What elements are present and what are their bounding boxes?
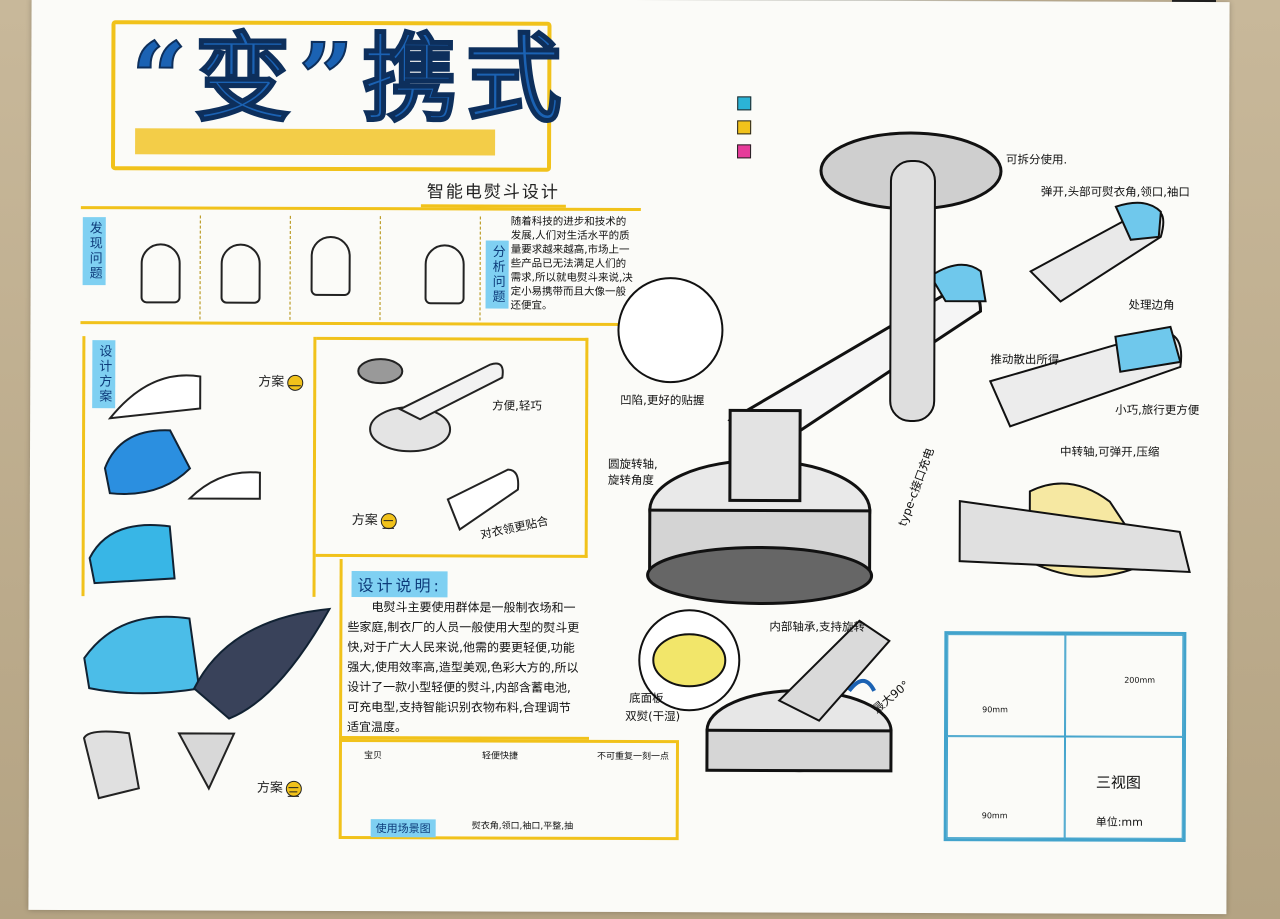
plan3-iron-c xyxy=(82,730,140,800)
plan2-collar-sketch xyxy=(446,468,520,531)
iron-sketch-1 xyxy=(107,374,202,420)
design-note-title: 设计说明: xyxy=(351,571,449,598)
note-rotate: 圆旋转轴,旋转角度 xyxy=(607,456,658,488)
swatch-yellow xyxy=(737,120,752,135)
iron-sketch-4 xyxy=(88,524,176,585)
rotate-arrow xyxy=(847,678,876,693)
three-view-panel: 90mm 200mm 90mm 三视图 单位:mm xyxy=(943,631,1187,842)
plan2-iron-handle xyxy=(397,362,504,421)
iron-sketch-3 xyxy=(187,471,261,500)
view-legend: 三视图 单位:mm xyxy=(1064,736,1184,839)
note-steam: 双熨(干湿) xyxy=(625,708,681,724)
note-bottom-panel: 底面板 xyxy=(629,691,664,706)
view-top: 90mm xyxy=(946,736,1066,839)
note-detach: 可拆分使用. xyxy=(1006,152,1068,167)
view-side: 200mm xyxy=(1065,634,1184,737)
pop-iron-tip xyxy=(1114,201,1162,241)
plan3-iron-b xyxy=(192,607,332,720)
note-corner: 处理边角 xyxy=(1128,297,1175,312)
scene-caption-2: 轻便快捷 xyxy=(481,751,518,762)
note-inner-axis: 内部轴承,支持旋转 xyxy=(769,619,866,634)
hand-iron xyxy=(958,500,1191,574)
scene-caption-bottom: 熨衣角,领口,袖口,平整,抽 xyxy=(471,821,574,832)
view-front: 90mm xyxy=(947,634,1066,737)
unit-label: 单位:mm xyxy=(1095,815,1143,829)
plan2-small-iron xyxy=(357,358,404,385)
view-top-dim: 90mm xyxy=(981,811,1008,821)
scene-caption-1: 宝贝 xyxy=(363,751,382,762)
swatch-magenta xyxy=(737,144,752,159)
hero-handle-tip xyxy=(929,263,987,303)
swatch-cyan xyxy=(737,96,752,111)
plan3-iron-a xyxy=(83,615,201,695)
sketch-paper: “变”携式 智能电熨斗设计 发现问题 分析问题 随着科技的进步和技术的发展,人们… xyxy=(28,0,1230,915)
panel-detail-plate xyxy=(652,633,727,688)
note-rotate-axis: 中转轴,可弹开,压缩 xyxy=(1059,444,1160,459)
travel-iron-tip xyxy=(1114,325,1182,373)
scene-caption-3: 不可重复一刻一点 xyxy=(596,751,669,763)
groove-detail-circle xyxy=(617,277,724,384)
rotate-arm xyxy=(777,619,891,722)
detach-arm xyxy=(889,159,936,422)
note-groove: 凹陷,更好的贴握 xyxy=(620,392,705,408)
hero-neck xyxy=(728,408,802,503)
note-push: 推动散出所得 xyxy=(990,352,1060,367)
note-travel: 小巧,旅行更方便 xyxy=(1115,402,1200,417)
iron-sketch-2 xyxy=(103,429,192,495)
note-pop: 弹开,头部可熨衣角,领口,袖口 xyxy=(1040,184,1190,199)
rotate-base-side xyxy=(705,728,893,773)
hero-base-bottom xyxy=(646,545,874,605)
plan3-iron-d xyxy=(177,732,236,791)
view-side-dim: 200mm xyxy=(1124,675,1156,685)
usage-scene-label: 使用场景图 xyxy=(370,819,436,838)
plan-sketches xyxy=(82,131,1191,800)
three-view-label: 三视图 xyxy=(1095,773,1141,792)
design-note-text: 电熨斗主要使用群体是一般制衣场和一些家庭,制衣厂的人员一般使用大型的熨斗更快,对… xyxy=(347,600,580,735)
view-front-dim: 90mm xyxy=(982,705,1008,715)
